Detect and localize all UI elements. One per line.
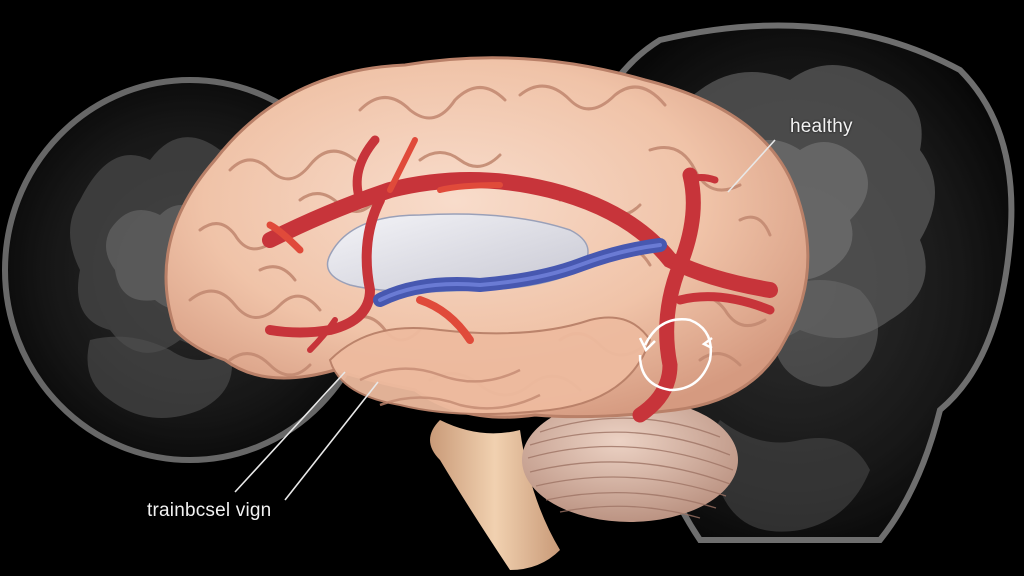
annotation-label-top-right: healthy bbox=[790, 116, 853, 137]
circular-arrow-icon bbox=[638, 318, 713, 392]
annotation-leader-top-right bbox=[727, 139, 776, 193]
annotation-leader-bottom-left-1 bbox=[234, 371, 346, 493]
venous-network bbox=[373, 238, 667, 307]
brainstem bbox=[430, 420, 560, 570]
annotation-leader-bottom-left-2 bbox=[284, 381, 379, 501]
arterial-network bbox=[262, 135, 778, 423]
cerebellum bbox=[522, 398, 738, 522]
annotation-label-bottom-left: trainbcsel vign bbox=[147, 500, 272, 521]
